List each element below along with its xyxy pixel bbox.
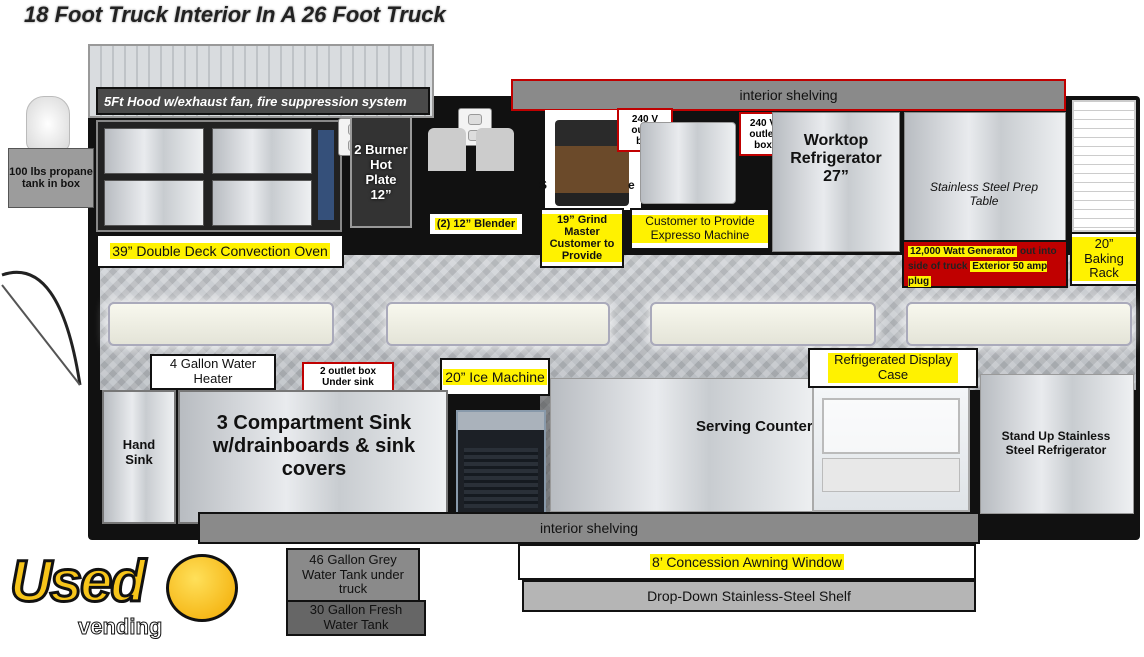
fresh-tank-label: 30 Gallon Fresh Water Tank	[286, 600, 426, 636]
standup-refrigerator	[980, 374, 1134, 514]
propane-tank-icon	[26, 96, 70, 152]
hand-sink	[102, 390, 176, 524]
blender-icon	[476, 128, 514, 206]
baking-rack-label: 20” Baking Rack	[1070, 232, 1138, 286]
ice-machine-label: 20” Ice Machine	[440, 358, 550, 396]
page-title: 18 Foot Truck Interior In A 26 Foot Truc…	[24, 2, 446, 27]
interior-shelving-bottom: interior shelving	[198, 512, 980, 544]
ice-machine	[456, 410, 546, 514]
hand-sink-label: Hand Sink	[122, 437, 156, 467]
smiley-coin-icon	[166, 554, 238, 622]
serving-counter	[550, 378, 816, 512]
grey-tank-label: 46 Gallon Grey Water Tank under truck	[286, 548, 420, 602]
grind-master-label: 19” Grind Master Customer to Provide	[540, 208, 624, 268]
worktop-label: Worktop Refrigerator 27”	[790, 132, 882, 185]
propane-label: 100 lbs propane tank in box	[8, 148, 94, 208]
blender-icon	[428, 128, 466, 206]
compartment-sink	[178, 390, 448, 524]
convection-oven	[96, 120, 342, 232]
generator-label: 12,000 Watt Generator out into side of t…	[902, 240, 1068, 288]
blender-label: (2) 12” Blender	[428, 212, 524, 236]
water-heater-label: 4 Gallon Water Heater	[150, 354, 276, 390]
worktop-refrigerator	[772, 112, 900, 252]
awning-label: 8’ Concession Awning Window	[518, 544, 976, 580]
standup-fridge-label: Stand Up Stainless Steel Refrigerator	[1001, 429, 1111, 457]
espresso-machine	[640, 122, 736, 204]
ceiling-light	[386, 302, 610, 346]
hood-label: 5Ft Hood w/exhaust fan, fire suppression…	[96, 87, 430, 115]
baking-rack	[1072, 100, 1136, 232]
outlet-under-sink-label: 2 outlet box Under sink	[302, 362, 394, 392]
used-vending-logo: Used vending	[6, 548, 256, 652]
ceiling-light	[650, 302, 876, 346]
display-case	[812, 386, 970, 512]
partial-label-e: e	[628, 178, 635, 192]
display-case-label: Refrigerated Display Case	[808, 348, 978, 388]
ceiling-light	[108, 302, 334, 346]
hot-plate	[350, 116, 412, 228]
burner-label: 2 Burner Hot Plate 12”	[354, 142, 408, 202]
prep-table-label: Stainless Steel Prep Table	[929, 180, 1039, 208]
logo-text: Used	[9, 548, 148, 616]
door-swing-icon	[1, 270, 82, 386]
logo-subtext: vending	[77, 614, 163, 640]
shelf-label: Drop-Down Stainless-Steel Shelf	[522, 580, 976, 612]
oven-label: 39” Double Deck Convection Oven	[96, 234, 344, 268]
serving-counter-label: Serving Counter	[696, 418, 813, 435]
interior-shelving-top: interior shelving	[511, 79, 1066, 111]
compartment-sink-label: 3 Compartment Sink w/drainboards & sink …	[212, 411, 416, 480]
espresso-label: Customer to Provide Expresso Machine	[630, 208, 770, 250]
partial-label-s: S	[539, 178, 548, 192]
ceiling-light	[906, 302, 1132, 346]
prep-table	[904, 112, 1066, 242]
